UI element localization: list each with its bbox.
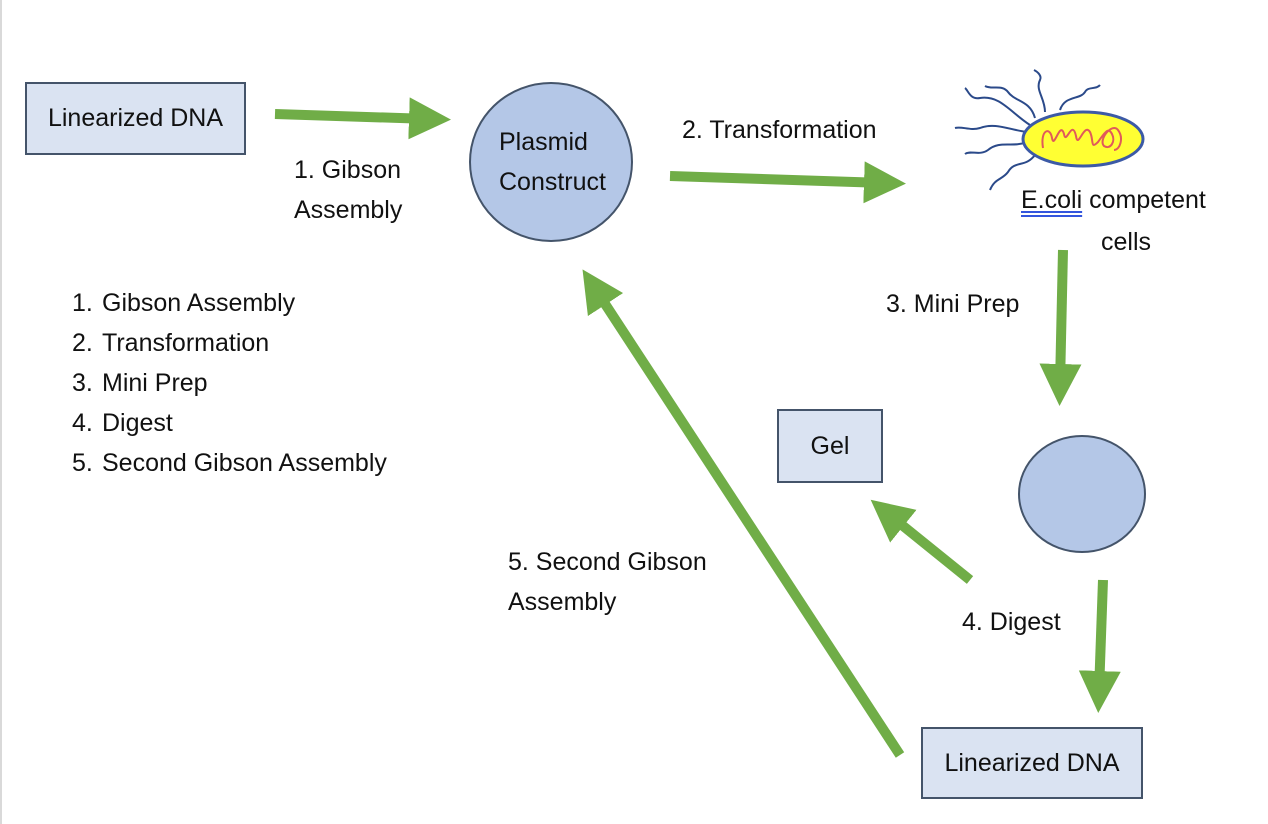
miniprep-product-node xyxy=(1018,435,1146,553)
ecoli-label-line1: E.coli competent xyxy=(1021,180,1206,220)
step-number: 3. xyxy=(72,369,93,397)
ecoli-competent: competent xyxy=(1082,186,1206,214)
linearized-dna-bottom-label: Linearized DNA xyxy=(944,748,1120,777)
step-item: 4. Digest xyxy=(72,403,387,443)
arrow-digest-to-linearized xyxy=(1078,579,1121,713)
arrow-transformation xyxy=(669,161,906,204)
label-gibson-line2: Assembly xyxy=(294,196,403,224)
step-text: Gibson Assembly xyxy=(102,289,296,317)
step-text: Digest xyxy=(102,409,173,437)
label-second-gibson-line1: 5. Second Gibson xyxy=(508,548,707,576)
step-item: 5. Second Gibson Assembly xyxy=(72,443,387,483)
gel-box: Gel xyxy=(777,409,883,483)
ecoli-cell-icon xyxy=(954,69,1145,191)
arrow-digest-to-gel xyxy=(870,499,974,584)
label-second-gibson-line2: Assembly xyxy=(508,588,617,616)
step-number: 5. xyxy=(72,449,93,477)
step-number: 2. xyxy=(72,329,93,357)
plasmid-line2: Construct xyxy=(499,168,606,196)
linearized-dna-top-label: Linearized DNA xyxy=(47,104,224,132)
label-mini-prep: 3. Mini Prep xyxy=(886,290,1020,318)
arrow-second-gibson xyxy=(582,269,905,758)
plasmid-line1: Plasmid xyxy=(499,128,588,156)
plasmid-construct-node xyxy=(469,82,633,242)
step-number: 1. xyxy=(72,289,93,317)
label-digest: 4. Digest xyxy=(962,608,1061,636)
linearized-dna-top-box: Linearized DNA xyxy=(25,82,246,155)
step-text: Second Gibson Assembly xyxy=(102,449,387,477)
step-item: 3. Mini Prep xyxy=(72,363,387,403)
ecoli-name: E.coli xyxy=(1021,186,1083,214)
step-text: Mini Prep xyxy=(102,369,208,397)
step-text: Transformation xyxy=(102,329,270,357)
page-edge xyxy=(0,0,2,824)
arrow-gibson-assembly xyxy=(274,97,451,140)
steps-list: 1. Gibson Assembly 2. Transformation 3. Min… xyxy=(72,283,387,483)
step-number: 4. xyxy=(72,409,93,437)
step-item: 1. Gibson Assembly xyxy=(72,283,387,323)
label-gibson-line1: 1. Gibson xyxy=(294,156,402,184)
linearized-dna-bottom-box: Linearized DNA xyxy=(921,727,1143,799)
plasmid-construct-text: Plasmid Construct xyxy=(499,122,606,202)
ecoli-label-line2: cells xyxy=(1101,228,1152,256)
step-item: 2. Transformation xyxy=(72,323,387,363)
arrow-mini-prep xyxy=(1039,249,1082,406)
gel-label: Gel xyxy=(810,431,850,460)
label-transformation: 2. Transformation xyxy=(682,116,877,144)
